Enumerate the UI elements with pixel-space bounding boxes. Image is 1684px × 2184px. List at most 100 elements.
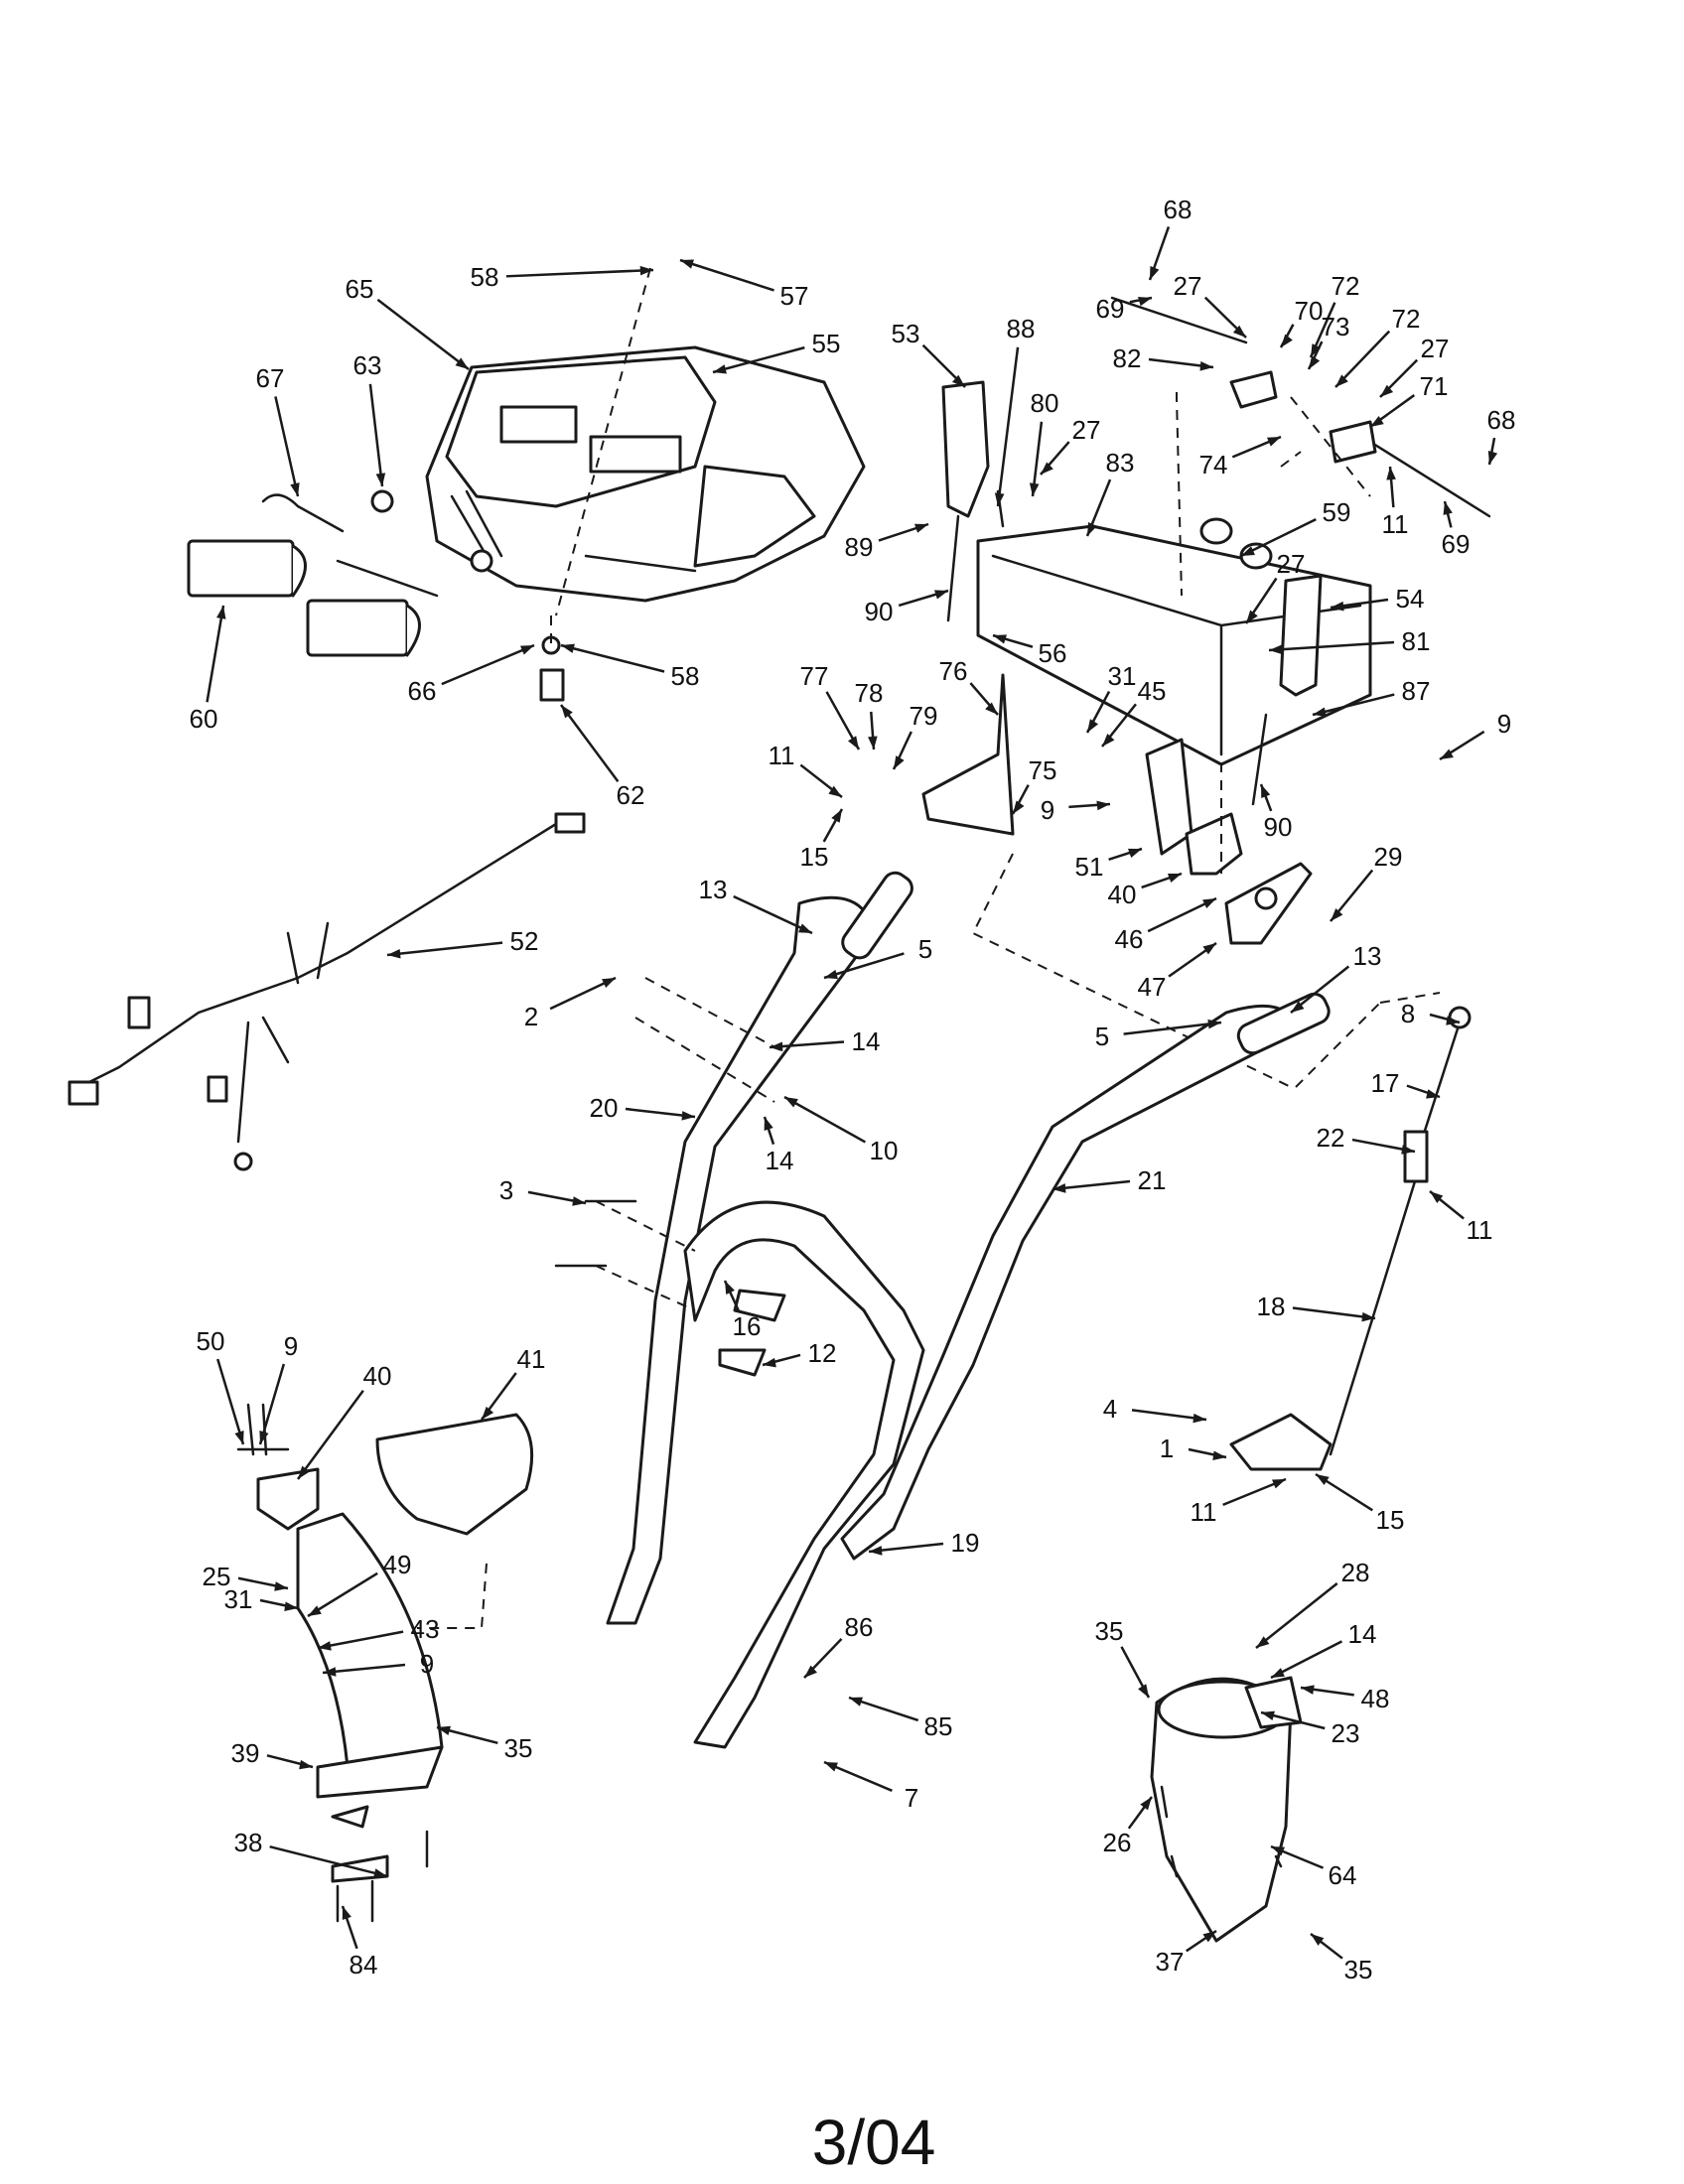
leader-arrowhead xyxy=(1331,908,1343,921)
callout-number: 50 xyxy=(197,1326,225,1356)
leader-line xyxy=(505,268,654,278)
wiring-harness xyxy=(68,812,586,1171)
callout-number: 64 xyxy=(1329,1860,1357,1890)
leader-line xyxy=(1268,640,1395,652)
leader-line xyxy=(386,941,503,957)
leader-arrowhead xyxy=(1313,707,1327,717)
callout-number: 28 xyxy=(1341,1558,1370,1587)
leader-arrowhead xyxy=(437,1725,451,1736)
callout-number: 5 xyxy=(1095,1022,1109,1051)
leader-arrowhead xyxy=(824,969,838,980)
bracket-2 xyxy=(1329,420,1377,464)
callout-number: 9 xyxy=(420,1649,434,1679)
grip-left xyxy=(841,871,913,960)
callout-number: 63 xyxy=(353,350,382,380)
leader-line xyxy=(269,1844,388,1878)
leader-arrowhead xyxy=(798,923,812,933)
leader-arrowhead xyxy=(681,1111,695,1121)
leader-arrowhead xyxy=(373,1868,387,1878)
leader-arrowhead xyxy=(764,1117,773,1131)
chute-deflector xyxy=(375,1413,534,1536)
leader-line xyxy=(322,1663,406,1675)
shift-rod-assembly xyxy=(1229,1006,1472,1471)
leader-arrowhead xyxy=(994,492,1005,506)
callout-number: 73 xyxy=(1322,312,1350,341)
leader-line xyxy=(712,345,805,374)
leader-line xyxy=(1123,1021,1222,1035)
callout-number: 87 xyxy=(1402,676,1431,706)
shift-lever-left xyxy=(941,380,990,518)
leader-line xyxy=(1292,1306,1376,1320)
callout-number: 45 xyxy=(1138,676,1167,706)
callout-number: 52 xyxy=(510,926,539,956)
leader-arrowhead xyxy=(951,374,965,387)
leader-line xyxy=(996,346,1020,507)
leader-arrowhead xyxy=(455,357,469,369)
leader-arrowhead xyxy=(561,643,575,653)
leader-line xyxy=(441,643,535,686)
leader-arrowhead xyxy=(1281,334,1293,347)
leader-line xyxy=(258,1363,286,1445)
leader-arrowhead xyxy=(1087,719,1099,733)
callout-number: 40 xyxy=(363,1361,392,1391)
leader-line xyxy=(216,1358,245,1445)
callout-number: 70 xyxy=(1295,296,1324,326)
leader-arrowhead xyxy=(1128,848,1142,858)
callout-number: 13 xyxy=(699,875,728,904)
callout-number: 69 xyxy=(1096,294,1125,324)
bracket xyxy=(1229,370,1278,409)
callout-number: 9 xyxy=(1041,795,1054,825)
callout-number: 47 xyxy=(1138,972,1167,1002)
knob-bolt-2 xyxy=(718,1348,767,1377)
dashboard-housing xyxy=(425,345,866,603)
callout-number: 11 xyxy=(769,741,795,770)
leader-arrowhead xyxy=(680,259,694,269)
callout-number: 68 xyxy=(1487,405,1516,435)
leader-arrowhead xyxy=(1272,1479,1286,1489)
leader-arrowhead xyxy=(914,523,928,533)
callout-number: 14 xyxy=(766,1146,794,1175)
callout-number: 27 xyxy=(1421,334,1450,363)
leader-arrowhead xyxy=(284,1601,298,1612)
leader-arrowhead xyxy=(1202,898,1216,908)
callout-number: 53 xyxy=(892,319,920,348)
leader-arrowhead xyxy=(1426,1089,1440,1099)
headlight-left xyxy=(187,539,307,598)
bulb-socket xyxy=(370,489,394,513)
leader-arrowhead xyxy=(725,1281,735,1295)
leader-line xyxy=(1240,518,1317,558)
leader-arrowhead xyxy=(1443,501,1453,515)
leader-line xyxy=(274,396,300,497)
callout-number: 40 xyxy=(1108,880,1137,909)
callout-number: 1 xyxy=(1160,1433,1174,1463)
callout-number: 18 xyxy=(1257,1292,1286,1321)
callout-number: 13 xyxy=(1353,941,1382,971)
leader-arrowhead xyxy=(387,948,401,959)
callout-number: 58 xyxy=(671,661,700,691)
leader-arrowhead xyxy=(1446,1016,1460,1025)
leader-arrowhead xyxy=(639,265,653,276)
leader-arrowhead xyxy=(1487,451,1498,465)
callout-number: 90 xyxy=(865,597,894,626)
leader-arrowhead xyxy=(1271,1846,1285,1856)
callout-number: 25 xyxy=(203,1562,231,1591)
leader-arrowhead xyxy=(804,1665,817,1678)
leader-arrowhead xyxy=(1168,874,1182,884)
callout-number: 67 xyxy=(256,363,285,393)
leader-arrowhead xyxy=(1267,437,1281,447)
bolt xyxy=(554,1199,637,1268)
lower-handle xyxy=(683,1200,925,1749)
leader-arrowhead xyxy=(1291,1001,1305,1013)
leader-arrowhead xyxy=(824,1762,838,1772)
callout-number: 11 xyxy=(1382,509,1409,539)
leader-arrowhead xyxy=(1102,734,1115,747)
leader-arrowhead xyxy=(1150,266,1160,280)
callout-number: 86 xyxy=(845,1612,874,1642)
leader-arrowhead xyxy=(784,1097,798,1108)
callout-number: 69 xyxy=(1442,529,1471,559)
callout-number: 31 xyxy=(224,1584,253,1614)
callout-number: 22 xyxy=(1317,1123,1345,1153)
callout-number: 12 xyxy=(808,1338,837,1368)
callout-number: 60 xyxy=(190,704,218,734)
leader-arrowhead xyxy=(1041,462,1053,475)
